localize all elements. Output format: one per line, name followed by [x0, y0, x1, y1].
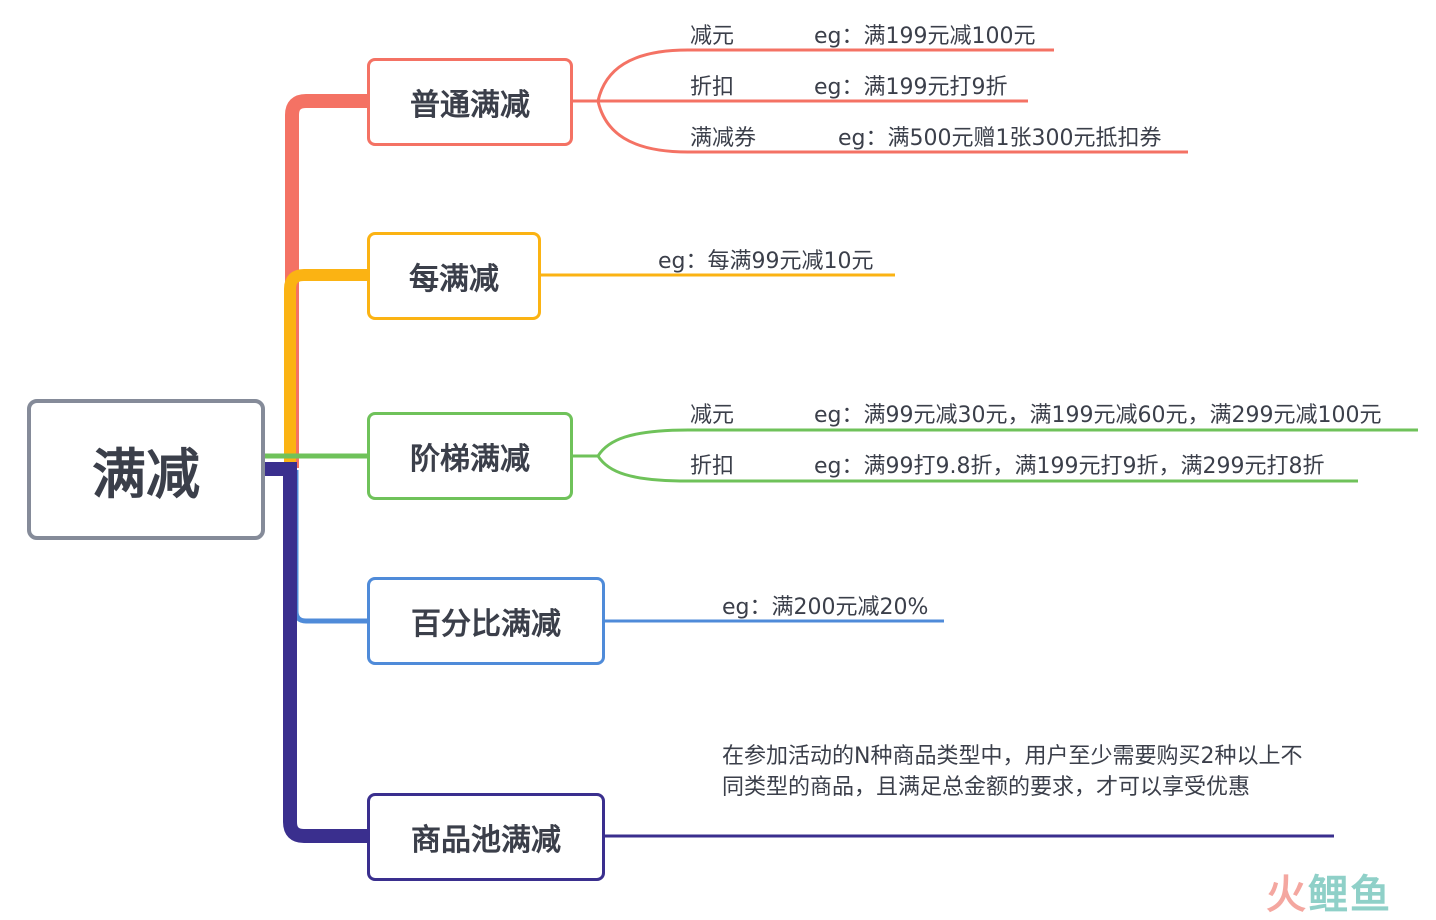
- branch-connector-1: [285, 94, 368, 468]
- topic-label: 每满减: [409, 262, 499, 297]
- leaf-example[interactable]: eg：满199元减100元: [814, 24, 1036, 49]
- branch-connector-4: [293, 470, 368, 624]
- leaf-example[interactable]: eg：满199元打9折: [814, 75, 1008, 100]
- branch-connector-5: [262, 462, 368, 843]
- topic-label: 百分比满减: [411, 607, 561, 642]
- topic-label: 阶梯满减: [410, 442, 530, 477]
- watermark-logo: 火鲤鱼: [1266, 862, 1392, 920]
- leaf-example[interactable]: eg：满500元赠1张300元抵扣券: [838, 126, 1162, 151]
- leaf-label[interactable]: 折扣: [690, 75, 735, 100]
- topic-node-regular[interactable]: 普通满减: [367, 58, 573, 146]
- topic-label: 普通满减: [410, 88, 530, 123]
- leaf-connector-3-2: [596, 455, 1358, 483]
- leaf-connector-1-1: [572, 48, 1054, 103]
- leaf-example[interactable]: eg：满99打9.8折，满199元打9折，满299元打8折: [814, 454, 1325, 479]
- leaf-example[interactable]: eg：每满99元减10元: [658, 249, 874, 274]
- leaf-description[interactable]: 在参加活动的N种商品类型中，用户至少需要购买2种以上不同类型的商品，且满足总金额…: [722, 744, 1303, 800]
- topic-node-tiered[interactable]: 阶梯满减: [367, 412, 573, 500]
- topic-node-percentage[interactable]: 百分比满减: [367, 577, 605, 665]
- topic-node-product-pool[interactable]: 商品池满减: [367, 793, 605, 881]
- root-node[interactable]: 满减: [27, 399, 265, 540]
- branch-connector-2: [284, 269, 368, 462]
- watermark-text: 火鲤鱼: [1266, 872, 1392, 918]
- topic-node-per-threshold[interactable]: 每满减: [367, 232, 541, 320]
- leaf-label[interactable]: 满减券: [690, 126, 757, 151]
- leaf-label[interactable]: 减元: [690, 403, 735, 428]
- root-label: 满减: [92, 443, 200, 506]
- leaf-example[interactable]: eg：满200元减20%: [722, 595, 929, 620]
- leaf-connector-1-3: [596, 100, 1188, 154]
- leaf-label[interactable]: 减元: [690, 24, 735, 49]
- leaf-label[interactable]: 折扣: [690, 454, 735, 479]
- leaf-example[interactable]: eg：满99元减30元，满199元减60元，满299元减100元: [814, 403, 1382, 428]
- leaf-connector-3-1: [572, 428, 1418, 458]
- topic-label: 商品池满减: [411, 823, 561, 858]
